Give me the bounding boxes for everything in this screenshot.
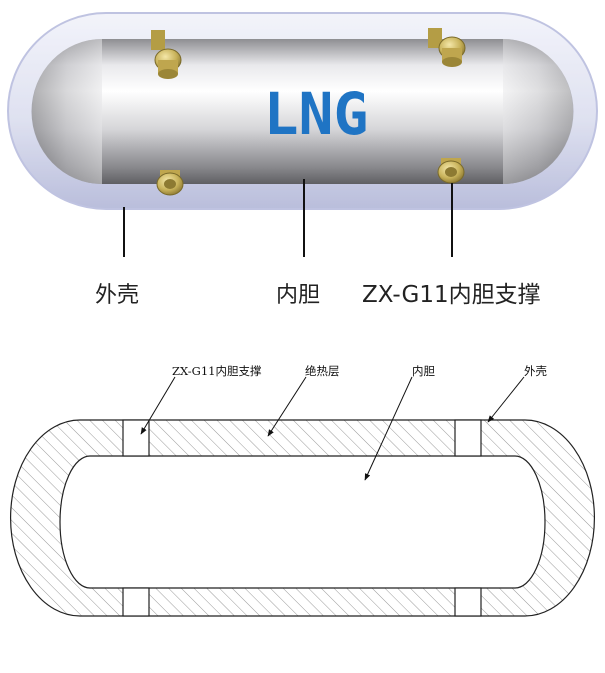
label-support: ZX-G11内胆支撑 [362, 282, 541, 308]
section-label-insulation: 绝热层 [305, 364, 340, 378]
label-outer-shell: 外壳 [95, 283, 139, 308]
inner-vessel-left-cap [31, 39, 103, 184]
inner-vessel-right-cap [503, 39, 574, 184]
label-inner-vessel: 内胆 [276, 283, 320, 308]
arrow-inner-vessel [364, 376, 413, 481]
cross-section [9, 419, 596, 617]
tank-rendering: LNG [7, 12, 598, 210]
support-block-top-left [122, 419, 150, 457]
section-label-inner-vessel: 内胆 [412, 364, 435, 378]
arrow-support [140, 376, 176, 435]
insulation-layer-hatch [9, 419, 596, 617]
support-post-bottom-right [437, 158, 465, 184]
support-block-bottom-right [454, 587, 482, 617]
support-post-bottom-left [156, 170, 184, 196]
support-post-top-left [151, 30, 182, 79]
arrow-outer-shell [487, 376, 525, 423]
support-block-top-right [454, 419, 482, 457]
support-block-bottom-left [122, 587, 150, 617]
section-label-support: ZX-G11内胆支撑 [172, 364, 262, 378]
support-post-top-right [428, 28, 466, 67]
arrow-insulation [267, 376, 307, 437]
section-label-outer-shell: 外壳 [524, 364, 547, 378]
tank-marking: LNG [264, 80, 369, 148]
